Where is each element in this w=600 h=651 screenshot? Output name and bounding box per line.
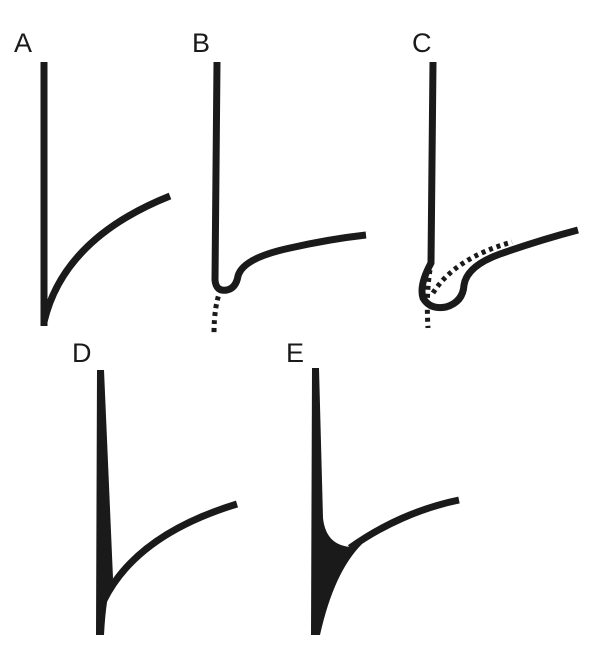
panel-d-shape xyxy=(96,370,239,635)
panel-c-dotted-curve xyxy=(430,239,513,295)
panel-d-filled-wedge xyxy=(96,370,113,635)
panel-d-curve xyxy=(100,500,239,602)
panel-label-d: D xyxy=(72,338,92,368)
panel-label-c: C xyxy=(412,28,432,58)
panel-e-shape xyxy=(311,368,460,635)
panel-c-dotted-vertical xyxy=(424,269,433,329)
panel-a-shape xyxy=(40,62,172,326)
panel-a-curve xyxy=(40,192,172,323)
panel-label-a: A xyxy=(14,28,33,58)
panel-label-b: B xyxy=(192,28,211,58)
panel-c-solid-line xyxy=(418,61,579,312)
panel-c-shape xyxy=(418,61,579,329)
panel-b-dotted-line xyxy=(211,287,224,335)
panel-e-curve xyxy=(347,496,460,551)
panel-e-filled-wedge xyxy=(311,368,362,635)
panel-b-solid-line xyxy=(211,61,367,294)
panel-label-e: E xyxy=(286,338,305,368)
panel-b-shape xyxy=(211,61,367,335)
